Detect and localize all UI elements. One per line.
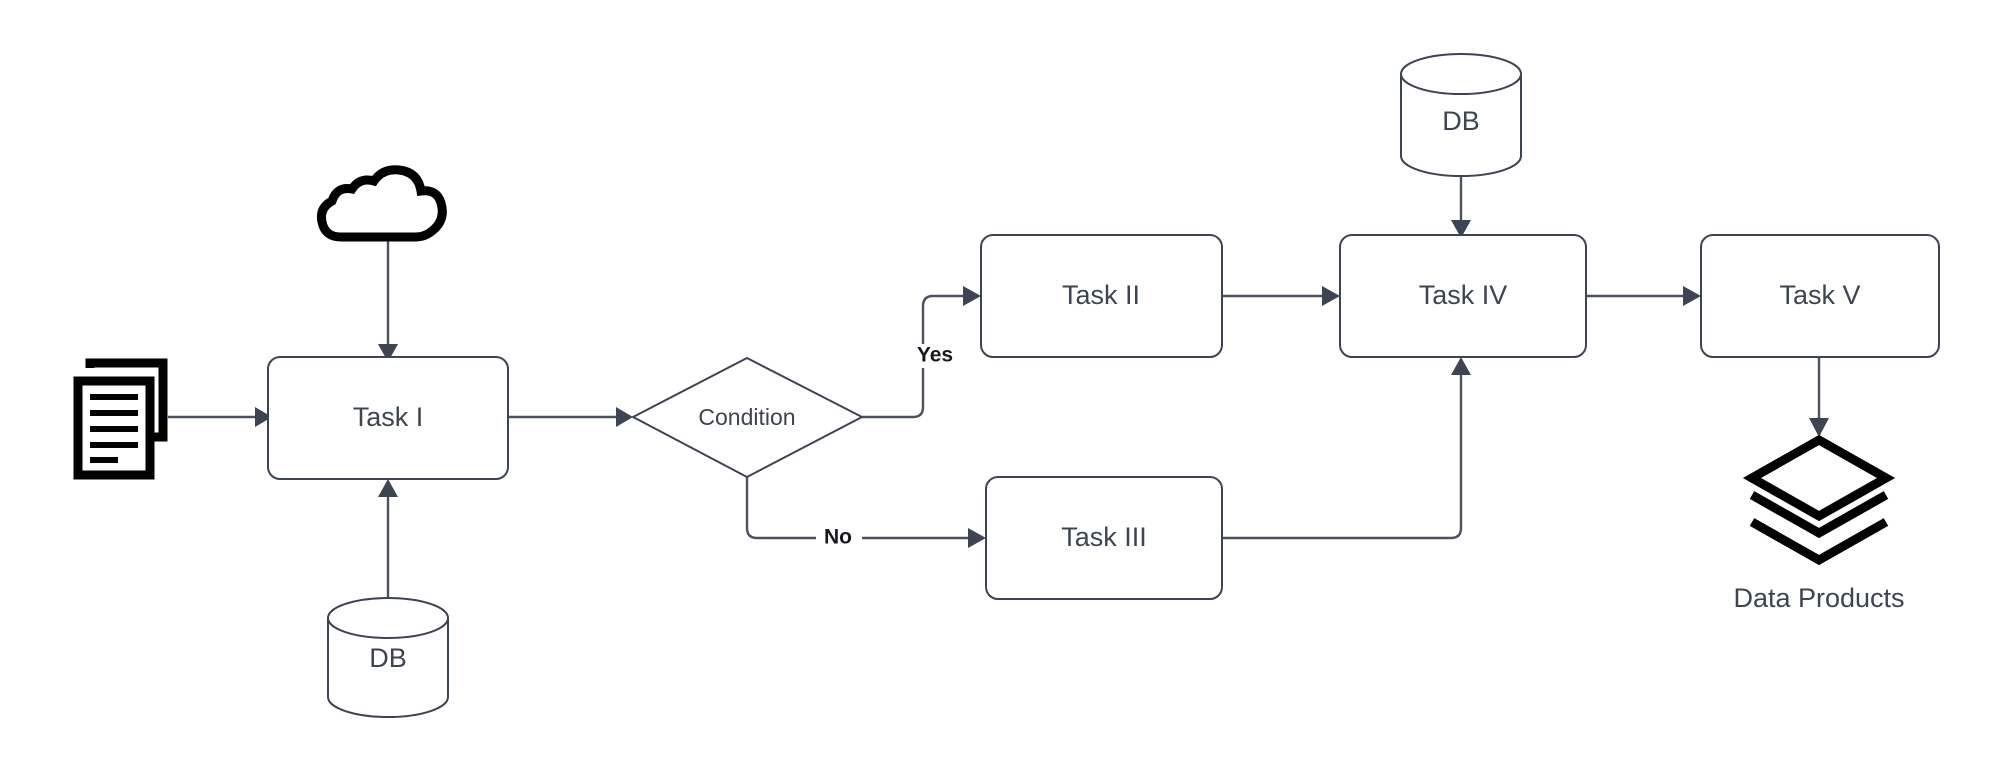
- cloud-icon: [317, 165, 447, 242]
- edge-label-no-top: No: [824, 526, 852, 549]
- task-3-label: Task III: [1061, 522, 1147, 552]
- task-4-box[interactable]: [1339, 234, 1587, 358]
- edge-layer: [168, 176, 1829, 600]
- condition-diamond[interactable]: [630, 356, 865, 479]
- edge-cloud-to-task1: [378, 238, 398, 362]
- task-3-box[interactable]: [985, 476, 1223, 600]
- yes-label-backing: [910, 344, 960, 368]
- node-task-5[interactable]: Task V: [1700, 234, 1940, 358]
- edge-condition-no-to-task3: [745, 477, 986, 548]
- no-label-backing: [816, 526, 862, 550]
- node-task-4[interactable]: Task IV: [1339, 234, 1587, 358]
- task-2-label: Task II: [1062, 280, 1140, 310]
- condition-label: Condition: [698, 404, 795, 430]
- node-task-3[interactable]: Task III: [985, 476, 1223, 600]
- db-bottom-top-ellipse[interactable]: [327, 597, 449, 639]
- data-products-caption: Data Products: [1733, 583, 1904, 613]
- layers-icon: [1742, 434, 1896, 566]
- task-2-box[interactable]: [980, 234, 1223, 358]
- db-top-body[interactable]: [1400, 74, 1522, 177]
- task-1-label: Task I: [353, 402, 424, 432]
- edge-db-top-to-task4: [1451, 176, 1471, 238]
- edge-db-bottom-to-task1: [378, 479, 398, 600]
- task-5-label: Task V: [1779, 280, 1860, 310]
- db-bottom-label: DB: [369, 643, 407, 673]
- edge-task1-to-condition: [508, 407, 633, 427]
- edge-label-yes-top: Yes: [917, 344, 953, 367]
- node-task-2[interactable]: Task II: [980, 234, 1223, 358]
- documents-icon: [73, 358, 168, 480]
- db-bottom-body[interactable]: [327, 618, 449, 718]
- db-top-label: DB: [1442, 106, 1480, 136]
- db-top-top-ellipse[interactable]: [1400, 53, 1522, 95]
- node-db-top[interactable]: DB: [1400, 53, 1522, 177]
- edge-task3-to-task4: [1222, 357, 1471, 540]
- edge-documents-to-task1: [168, 407, 272, 427]
- node-task-1[interactable]: Task I: [267, 356, 509, 480]
- task-1-box[interactable]: [267, 356, 509, 480]
- task-4-label: Task IV: [1419, 280, 1508, 310]
- edge-task2-to-task4: [1222, 286, 1340, 306]
- task-5-box[interactable]: [1700, 234, 1940, 358]
- node-condition[interactable]: Condition: [630, 356, 865, 479]
- edge-task5-to-dataproducts: [1809, 357, 1829, 437]
- node-db-bottom[interactable]: DB: [327, 597, 449, 718]
- edge-task4-to-task5: [1586, 286, 1701, 306]
